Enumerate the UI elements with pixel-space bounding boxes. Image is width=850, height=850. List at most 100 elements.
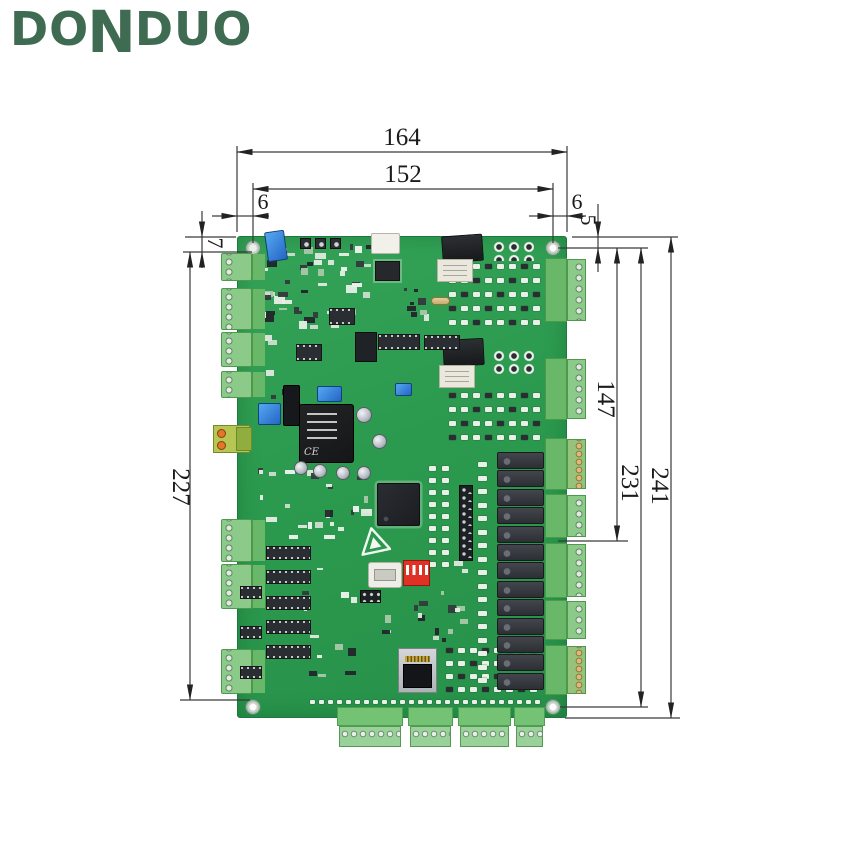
terminal-block-body: [337, 707, 403, 726]
relay-white: [437, 259, 473, 282]
smd-component: [353, 505, 360, 512]
terminal-block-body: [514, 707, 545, 726]
smd-component: [349, 243, 353, 251]
smd-component: [264, 315, 274, 322]
crystal: [431, 297, 450, 305]
connector-usb-slot: [374, 569, 396, 581]
smd-component: [302, 590, 310, 596]
smd-component: [345, 670, 357, 675]
solder-pad: [521, 292, 528, 297]
relay: [497, 672, 544, 690]
smd-component: [461, 568, 469, 573]
terminal-block: [410, 726, 451, 747]
smd-component: [300, 289, 309, 294]
dim-connector-column-height: 227: [167, 468, 194, 506]
solder-pad: [473, 320, 480, 325]
smd-component: [261, 294, 272, 300]
smd-component: [363, 496, 369, 504]
smd-component: [278, 292, 288, 297]
smd-component: [266, 310, 275, 316]
relay-pads: [492, 350, 534, 374]
smd-component: [263, 334, 273, 341]
solder-pad: [509, 278, 516, 283]
solder-pad: [373, 700, 378, 704]
smd-component: [417, 298, 426, 305]
solder-pad: [509, 320, 516, 325]
smd-component: [339, 271, 345, 276]
terminal-block-body: [458, 707, 511, 726]
smd-component: [282, 299, 292, 304]
solder-pad: [346, 700, 351, 704]
solder-pad: [485, 435, 492, 440]
solder-pad: [449, 393, 456, 398]
smd-component: [267, 340, 278, 346]
solder-pad: [508, 700, 513, 704]
solder-pad: [442, 526, 449, 531]
smd-component: [410, 312, 418, 317]
solder-pad: [446, 674, 453, 679]
relay: [497, 636, 544, 653]
solder-pad: [478, 624, 487, 629]
smd-component: [266, 260, 278, 268]
ethernet-port: [403, 664, 432, 688]
smd-component: [414, 604, 419, 611]
smd-component: [354, 246, 362, 254]
solder-pad: [461, 421, 468, 426]
terminal-block-body: [252, 333, 265, 366]
relay: [497, 507, 544, 525]
solder-pad: [533, 393, 540, 398]
solder-pad: [461, 320, 468, 325]
solder-pad: [533, 264, 540, 269]
dim-top-edge-to-connector: 7: [203, 237, 228, 249]
solder-pad: [470, 648, 477, 653]
smd-component: [447, 605, 457, 613]
solder-pad: [509, 292, 516, 297]
terminal-block: [567, 646, 586, 694]
solder-pad: [478, 583, 487, 589]
solder-pad: [535, 700, 540, 704]
relay: [497, 654, 544, 672]
solder-pad: [478, 516, 487, 521]
dim-hole-to-relay-terminal: 147: [592, 380, 619, 418]
terminal-block-body: [545, 645, 567, 695]
smd-component: [293, 306, 299, 312]
terminal-block-body: [408, 707, 453, 726]
smd-component: [413, 288, 418, 292]
solder-pad: [497, 278, 504, 283]
smd-component: [308, 671, 318, 677]
smd-component: [455, 607, 461, 613]
solder-pad: [458, 687, 465, 692]
smd-component: [299, 265, 308, 271]
solder-pad: [478, 502, 487, 508]
relay: [497, 488, 544, 506]
terminal-block-body: [545, 494, 567, 538]
smd-component: [308, 522, 313, 530]
solder-pad: [478, 475, 487, 481]
solder-pad: [364, 700, 369, 704]
smd-component: [363, 509, 372, 513]
ic-sop: [266, 596, 311, 610]
ic-qfp: [375, 261, 400, 281]
smd-component: [285, 253, 295, 256]
solder-pad: [521, 264, 528, 269]
smd-component: [288, 535, 298, 539]
solder-pad: [521, 278, 528, 283]
solder-pad: [533, 435, 540, 440]
solder-pad: [482, 687, 489, 692]
solder-pad: [442, 514, 449, 519]
solder-pad: [478, 462, 487, 467]
terminal-block: [460, 726, 509, 747]
smd-component: [335, 644, 343, 651]
solder-pad: [449, 320, 456, 325]
terminal-block: [221, 519, 252, 562]
solder-pad: [521, 421, 528, 426]
power-terminal: [217, 441, 226, 450]
solder-pad: [485, 393, 492, 398]
solder-pad: [429, 478, 436, 483]
smd-component: [345, 285, 357, 293]
terminal-block: [567, 495, 586, 537]
solder-pad: [429, 550, 436, 555]
solder-pad: [446, 648, 453, 653]
solder-pad: [478, 556, 487, 562]
relay-pads: [492, 241, 534, 261]
